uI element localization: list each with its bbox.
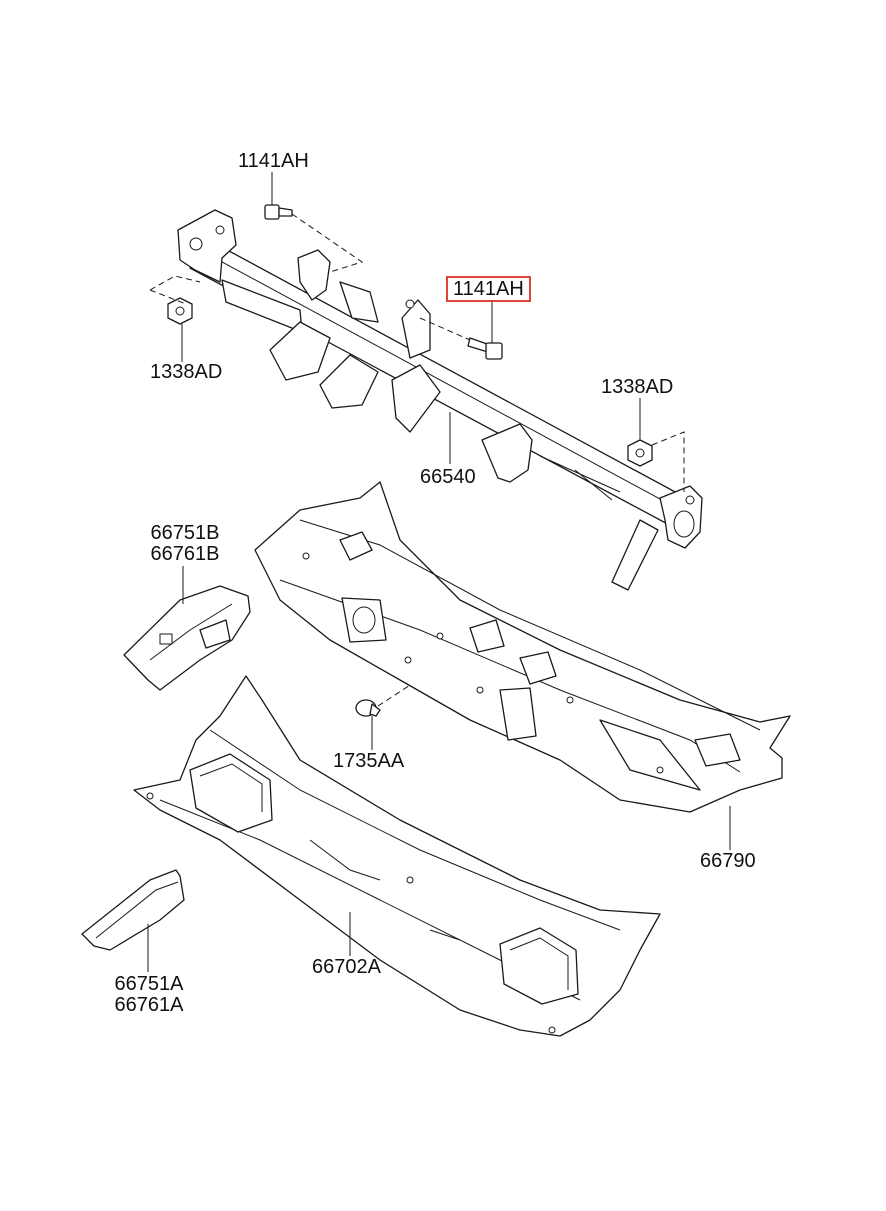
cowl-panel-lower bbox=[133, 675, 661, 1037]
cowl-cross-beam bbox=[177, 209, 703, 591]
bracket-66751A bbox=[81, 869, 185, 951]
label-66540[interactable]: 66540 bbox=[420, 466, 476, 488]
bolt-1141AH-highlighted bbox=[467, 337, 503, 360]
label-1338AD-right[interactable]: 1338AD bbox=[601, 376, 674, 398]
cowl-panel-upper bbox=[254, 481, 791, 813]
label-1141AH-top[interactable]: 1141AH bbox=[238, 150, 309, 172]
nut-1338AD-left bbox=[167, 297, 193, 325]
nut-1338AD-right bbox=[627, 439, 653, 467]
label-1338AD-left[interactable]: 1338AD bbox=[150, 361, 223, 383]
label-66761A[interactable]: 66761A bbox=[114, 994, 184, 1016]
bracket-66751B bbox=[123, 585, 251, 691]
label-1141AH-highlighted[interactable]: 1141AH bbox=[446, 276, 531, 302]
label-66751B[interactable]: 66751B bbox=[150, 522, 220, 544]
label-66702A[interactable]: 66702A bbox=[312, 956, 381, 978]
bolt-1141AH-top bbox=[264, 204, 293, 220]
label-66790[interactable]: 66790 bbox=[700, 850, 756, 872]
clip-1735AA bbox=[355, 699, 381, 717]
label-66751A[interactable]: 66751A bbox=[114, 973, 184, 995]
label-1735AA[interactable]: 1735AA bbox=[333, 750, 405, 772]
label-66761B[interactable]: 66761B bbox=[150, 543, 220, 565]
